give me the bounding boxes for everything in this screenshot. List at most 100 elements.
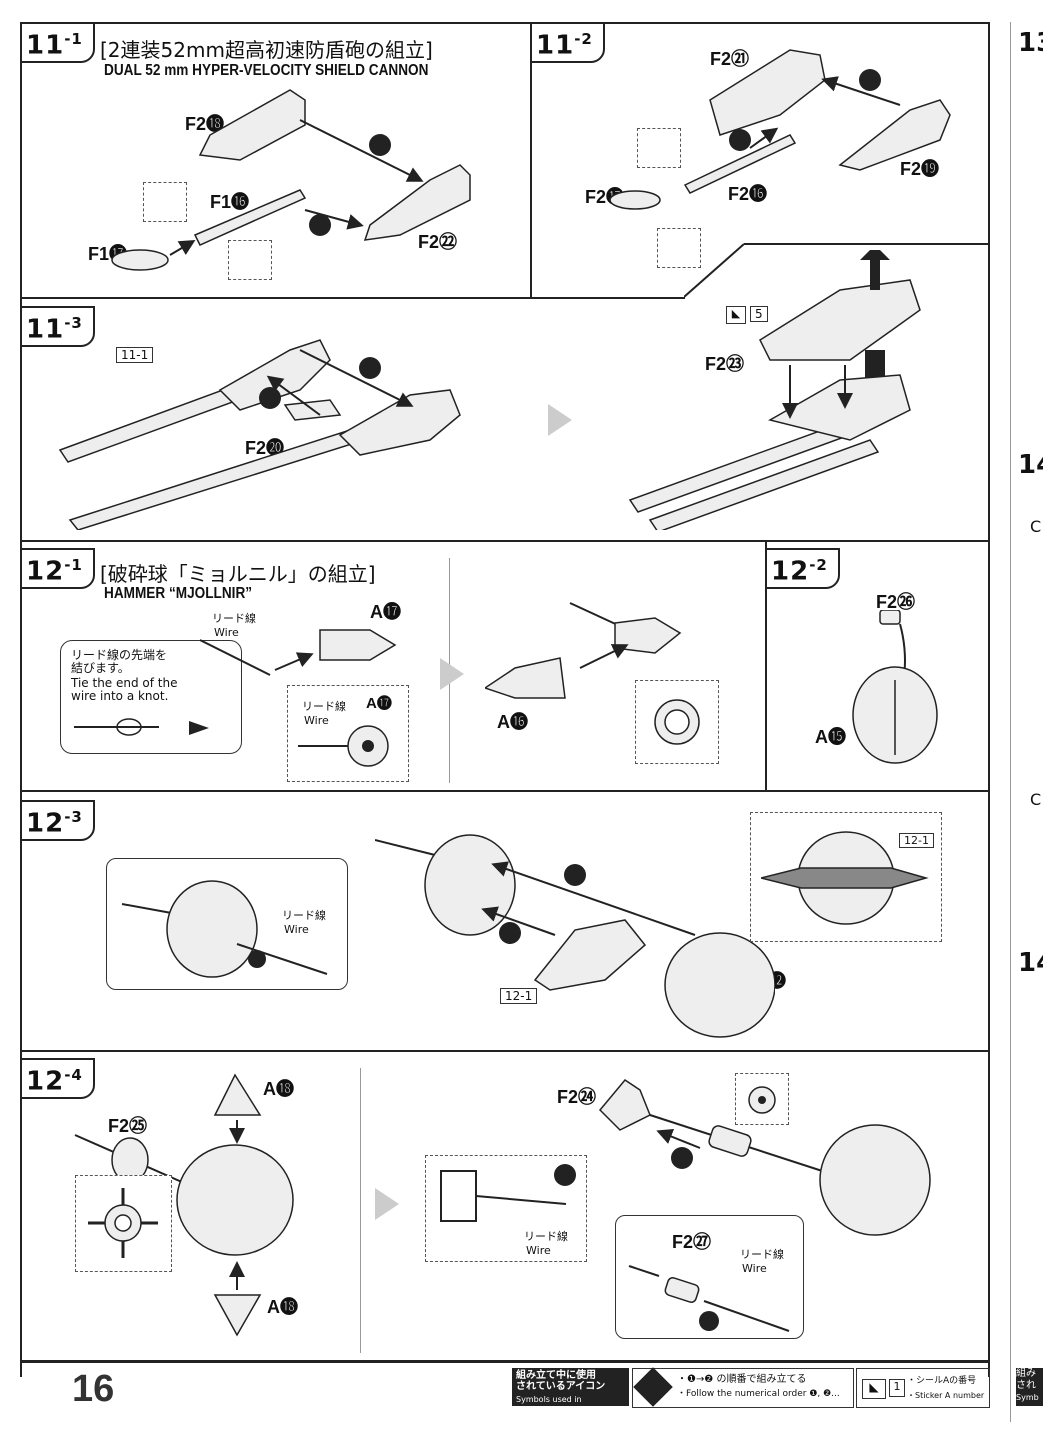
step-num: 12 — [26, 808, 65, 839]
sub-divider — [360, 1068, 361, 1353]
legend-order-jp: ・❶→❷ の順番で組み立てる — [677, 1374, 807, 1385]
next-arrow — [548, 404, 572, 436]
wire-label-jp: リード線 — [282, 909, 326, 922]
right-edge-step-14b: 14 — [1018, 948, 1043, 978]
right-legend-line1: 組み — [1016, 1368, 1036, 1379]
legend-title-en: Symbols used in instructions — [516, 1395, 582, 1417]
part-label-a-17-detail: A⓱ — [366, 695, 392, 712]
part-a17-shape — [319, 629, 397, 661]
detail-box-grip: リード線 Wire — [425, 1155, 587, 1262]
detail-box-gate-2 — [657, 228, 701, 268]
detail-box-gate-2 — [228, 240, 272, 280]
part-label-a-15: A⓯ — [815, 727, 846, 747]
step-sub: -1 — [64, 556, 83, 574]
page-gutter — [1010, 22, 1011, 1422]
legend-title-jp: 組み立て中に使用 されているアイコン — [516, 1370, 606, 1392]
step-marker-2 — [554, 1164, 576, 1186]
step-11-2-diagram — [609, 49, 951, 210]
wire-insert-callout: F2㉗ リード線 Wire — [615, 1215, 804, 1339]
step-11-1-diagram — [111, 89, 471, 271]
barrel-part-f2-21 — [709, 49, 826, 136]
wire-label-jp: リード線 — [524, 1230, 568, 1243]
sticker-ref: 5 — [750, 306, 768, 322]
part-label-f2-19: F2⓳ — [900, 159, 940, 179]
step-number-11-3: 11-3 — [20, 306, 95, 347]
shield-cover — [759, 279, 921, 361]
barrel-part-f2-22 — [363, 164, 471, 241]
barrel-part-f2-18 — [198, 89, 306, 161]
step-12-4-diagram-left — [74, 1073, 294, 1337]
right-edge-letter-2: C — [1030, 790, 1042, 809]
right-edge-step-13: 13 — [1018, 28, 1043, 58]
part-label-f2-22: F2㉒ — [418, 232, 458, 252]
part-label-f2-23: F2㉓ — [705, 354, 745, 374]
page-number: 16 — [72, 1368, 115, 1410]
part-label-f2-20: F2⓴ — [245, 438, 285, 458]
part-label-a-16: A⓰ — [497, 712, 528, 732]
wire-label-en: Wire — [742, 1262, 767, 1275]
step-num: 12 — [26, 1066, 65, 1097]
step-11-1-title-jp: [2連装52mm超高初速防盾砲の組立] — [100, 38, 433, 62]
detail-box-gate-1 — [637, 128, 681, 168]
step-number-12-3: 12-3 — [20, 800, 95, 841]
step-num: 11 — [26, 30, 65, 61]
tip-f2-17 — [609, 190, 661, 210]
detail-box-gate-1 — [143, 182, 187, 222]
barrel-f1-16 — [193, 189, 307, 246]
step-number-11-2: 11-2 — [530, 22, 605, 63]
detail-box-f2-25 — [75, 1175, 172, 1272]
step-num: 12 — [26, 556, 65, 587]
part-label-a-18-bottom: A⓲ — [267, 1297, 298, 1317]
next-arrow — [375, 1188, 399, 1220]
knot-callout: リード線の先端を 結びます。 Tie the end of the wire i… — [60, 640, 242, 754]
step-marker-2 — [859, 69, 881, 91]
detail-box-gate — [735, 1073, 789, 1125]
step-marker-1 — [309, 214, 331, 236]
order-marker-icon — [633, 1367, 673, 1407]
sticker-number-box: 1 — [889, 1379, 905, 1397]
barrel-part-f2-19 — [838, 99, 951, 171]
step-sub: -3 — [64, 314, 83, 332]
legend-order-en: ・Follow the numerical order ❶, ❷... — [677, 1389, 840, 1399]
part-label-f2-16: F2⓰ — [728, 184, 768, 204]
divider-12-row3 — [20, 1050, 990, 1052]
frame-top — [20, 22, 990, 24]
ref-12-1: 12-1 — [500, 988, 538, 1004]
ref-11-1: 11-1 — [116, 347, 154, 363]
step-num: 12 — [771, 556, 810, 587]
wire-label-jp: リード線 — [740, 1248, 784, 1261]
part-label-a-17: A⓱ — [370, 602, 401, 622]
step-sub: -2 — [809, 556, 828, 574]
step-marker-2 — [369, 134, 391, 156]
step-marker-1 — [729, 129, 751, 151]
detail-box-a17: リード線 Wire A⓱ — [287, 685, 409, 782]
step-num: 11 — [26, 314, 65, 345]
divider-11-row — [20, 297, 685, 299]
knot-note-en: Tie the end of the wire into a knot. — [71, 676, 178, 703]
right-edge-step-14a: 14 — [1018, 450, 1043, 480]
step-12-1-diagram — [200, 629, 397, 676]
detail-box-interior: 12-1 — [750, 812, 942, 942]
step-sub: -3 — [64, 808, 83, 826]
part-label-f2-27: F2㉗ — [672, 1232, 712, 1252]
step-number-12-1: 12-1 — [20, 548, 95, 589]
legend-title-box: 組み立て中に使用 されているアイコン Symbols used in instr… — [512, 1368, 629, 1417]
right-legend-box: 組み され Symb — [1016, 1368, 1043, 1406]
wire-label-jp: リード線 — [302, 700, 346, 713]
detail-box-a16 — [635, 680, 719, 764]
divider-12-1-12-2 — [765, 540, 767, 790]
divider-11-1-11-2 — [530, 22, 532, 297]
step-sub: -2 — [574, 30, 593, 48]
right-edge-letter-1: C — [1030, 517, 1042, 536]
barrel-f2-16 — [683, 134, 797, 194]
step-sub: -1 — [64, 30, 83, 48]
step-number-11-1: 11-1 — [20, 22, 95, 63]
tip-f1-17 — [111, 249, 169, 271]
part-label-f1-16: F1⓰ — [210, 192, 250, 212]
legend-order-box: ・❶→❷ の順番で組み立てる ・Follow the numerical ord… — [632, 1367, 854, 1408]
step-12-2-diagram — [852, 610, 938, 764]
next-arrow — [440, 658, 464, 690]
wire-label-en: Wire — [284, 923, 309, 936]
part-label-f2-21: F2㉑ — [710, 49, 750, 69]
right-legend-line2: され — [1016, 1380, 1036, 1391]
